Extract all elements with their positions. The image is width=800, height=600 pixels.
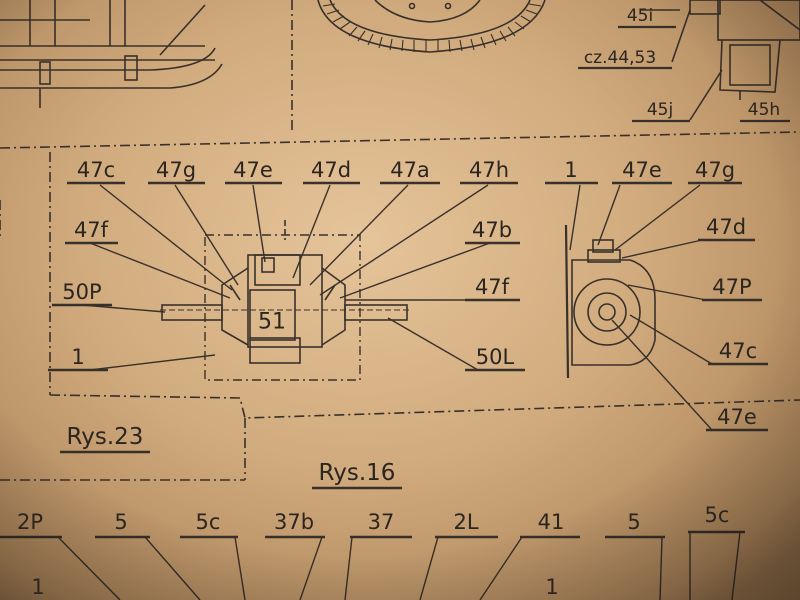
callout-1-left: 1 xyxy=(71,345,85,369)
rys16-callout-37: 37 xyxy=(367,510,395,534)
rys16-callout-5-a: 5 xyxy=(114,510,128,534)
callout-47c-side: 47c xyxy=(718,339,758,363)
figure-caption-rys23: Rys.23 xyxy=(66,424,144,450)
callout-1-side: 1 xyxy=(564,158,578,182)
callout-47c: 47c xyxy=(76,158,116,182)
callout-50L: 50L xyxy=(475,345,515,369)
label-45j: 45j xyxy=(646,100,674,120)
callout-47g-side: 47g xyxy=(694,158,736,182)
rys16-callout-5-b: 5 xyxy=(627,510,641,534)
rys16-callout-37b: 37b xyxy=(273,510,315,534)
callout-47d-side: 47d xyxy=(705,215,747,239)
callout-50P: 50P xyxy=(62,280,102,304)
callout-47g: 47g xyxy=(155,158,197,182)
callout-47h: 47h xyxy=(468,158,510,182)
callout-47e-side-bottom: 47e xyxy=(717,405,757,429)
figure-caption-rys16: Rys.16 xyxy=(318,460,396,486)
part-number-51: 51 xyxy=(258,309,286,335)
callout-47P: 47P xyxy=(712,275,752,299)
rys16-number-1-right: 1 xyxy=(545,575,559,599)
rys16-callout-2L: 2L xyxy=(453,510,479,534)
rys16-callout-5c-b: 5c xyxy=(704,503,730,527)
callout-47e: 47e xyxy=(233,158,273,182)
rys16-number-1-left: 1 xyxy=(31,575,45,599)
callout-47f-right: 47f xyxy=(474,275,510,299)
rys16-callout-5c-a: 5c xyxy=(195,510,221,534)
callout-47f-left: 47f xyxy=(73,218,109,242)
rys16-callout-41: 41 xyxy=(537,510,565,534)
label-45i: 45i xyxy=(626,6,654,26)
callout-47d: 47d xyxy=(310,158,352,182)
callout-47e-side-top: 47e xyxy=(622,158,662,182)
callout-47a: 47a xyxy=(390,158,430,182)
label-cz-44-53: cz.44,53 xyxy=(583,48,657,68)
rys16-callout-2P: 2P xyxy=(16,510,44,534)
callout-47b: 47b xyxy=(471,218,513,242)
label-45h: 45h xyxy=(747,100,781,120)
